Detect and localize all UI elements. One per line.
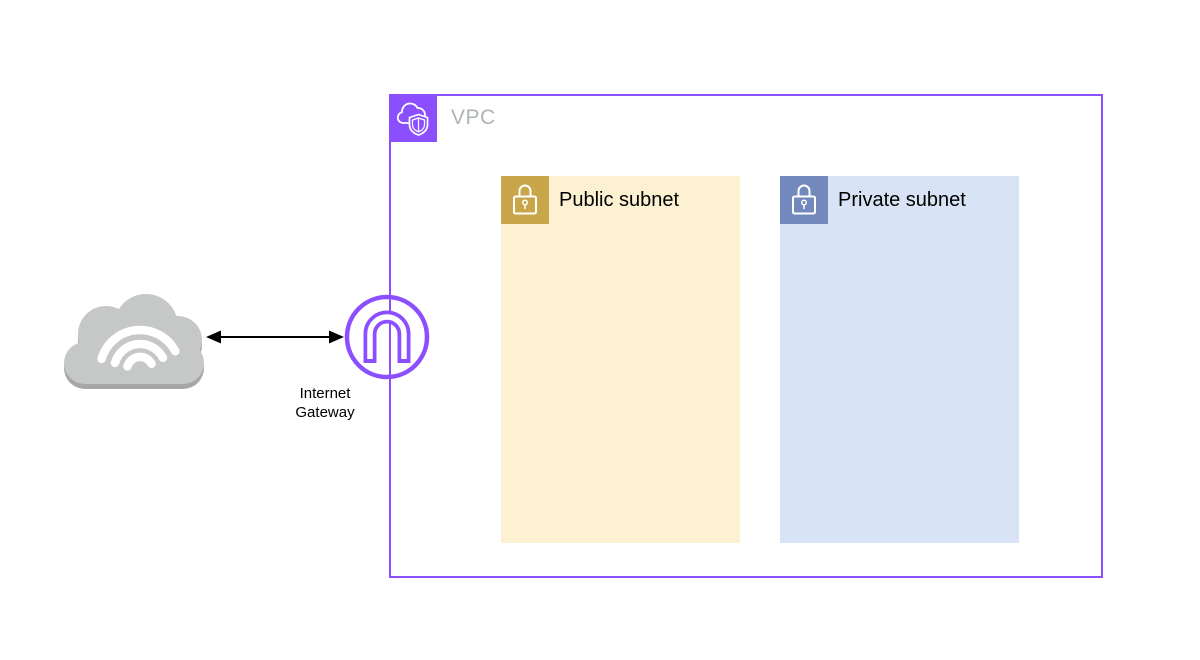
internet-gateway-icon (344, 294, 430, 380)
bidirectional-arrow (206, 330, 344, 344)
private-subnet: Private subnet (780, 176, 1019, 543)
lock-icon (780, 176, 828, 224)
vpc-container: VPC Public subnet (389, 94, 1103, 578)
arrowhead-left (206, 330, 221, 344)
public-subnet-label: Public subnet (559, 188, 680, 211)
private-subnet-label: Private subnet (838, 188, 966, 211)
internet-gateway-label: Internet Gateway (295, 385, 355, 421)
lock-icon (501, 176, 549, 224)
internet-cloud-icon (64, 294, 204, 389)
public-subnet: Public subnet (501, 176, 740, 543)
vpc-shield-cloud-icon (389, 94, 437, 142)
cloud-body (64, 294, 204, 384)
wifi-arcs-icon (97, 325, 180, 371)
vpc-label: VPC (451, 106, 496, 129)
arrowhead-right (329, 330, 344, 344)
